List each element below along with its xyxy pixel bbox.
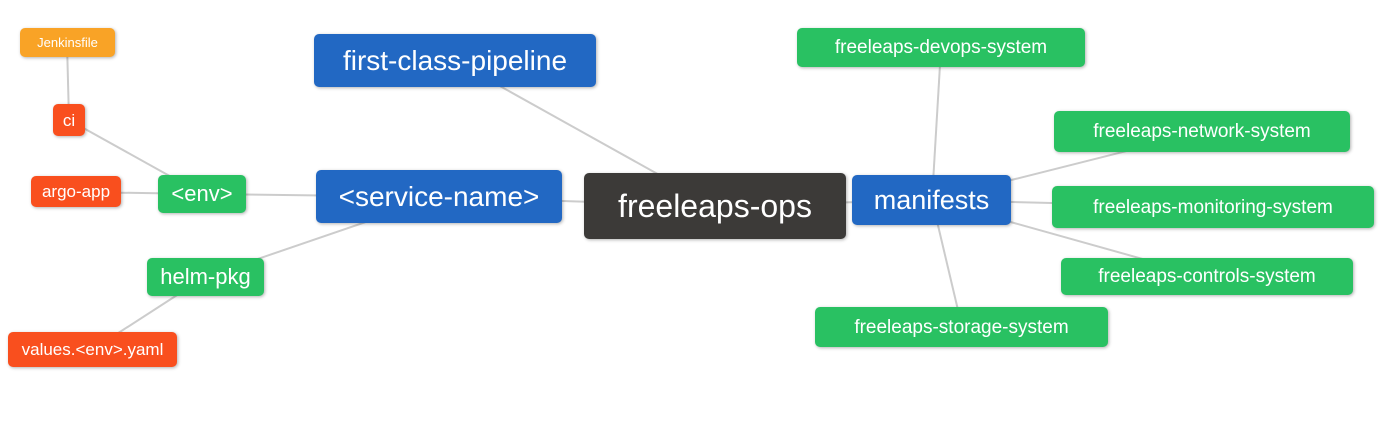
node-helm-pkg[interactable]: helm-pkg bbox=[147, 258, 264, 296]
node-freeleaps-ops-root[interactable]: freeleaps-ops bbox=[584, 173, 846, 239]
node-first-class-pipeline[interactable]: first-class-pipeline bbox=[314, 34, 596, 87]
node-jenkinsfile[interactable]: Jenkinsfile bbox=[20, 28, 115, 57]
node-values-env-yaml[interactable]: values.<env>.yaml bbox=[8, 332, 177, 367]
node-service-name[interactable]: <service-name> bbox=[316, 170, 562, 223]
node-ci[interactable]: ci bbox=[53, 104, 85, 136]
node-freeleaps-storage-system[interactable]: freeleaps-storage-system bbox=[815, 307, 1108, 347]
node-argo-app[interactable]: argo-app bbox=[31, 176, 121, 207]
node-freeleaps-devops-system[interactable]: freeleaps-devops-system bbox=[797, 28, 1085, 67]
node-freeleaps-monitoring-system[interactable]: freeleaps-monitoring-system bbox=[1052, 186, 1374, 228]
node-freeleaps-network-system[interactable]: freeleaps-network-system bbox=[1054, 111, 1350, 152]
edge-manifests-devops-system bbox=[931, 47, 942, 201]
node-env[interactable]: <env> bbox=[158, 175, 246, 213]
node-freeleaps-controls-system[interactable]: freeleaps-controls-system bbox=[1061, 258, 1353, 295]
node-manifests[interactable]: manifests bbox=[852, 175, 1011, 225]
